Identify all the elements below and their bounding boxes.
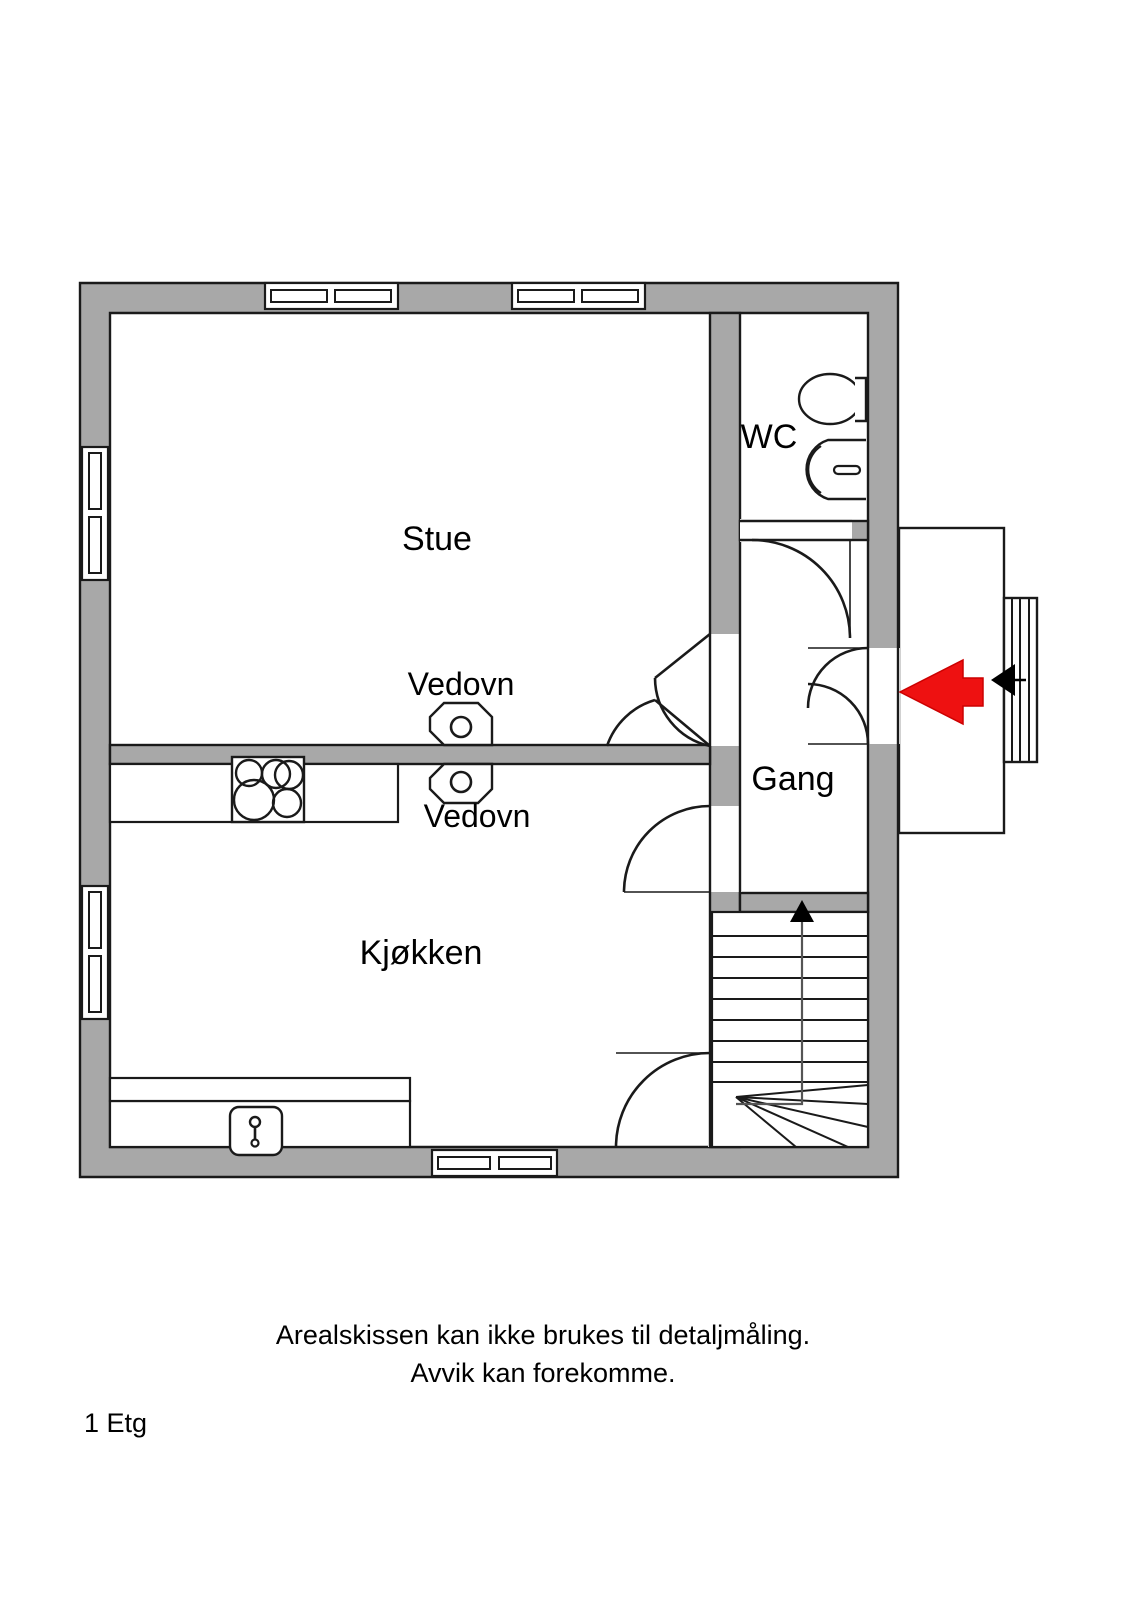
disclaimer-line-2: Avvik kan forekomme. <box>410 1358 675 1388</box>
toilet-bowl <box>797 372 863 426</box>
wood-stove-kitchen <box>428 762 494 805</box>
washbasin-faucet <box>832 464 862 476</box>
window-bottom <box>430 1148 559 1178</box>
door-basement-arc <box>614 1051 711 1148</box>
stair-outline <box>710 910 870 1149</box>
room-label-gang: Gang <box>751 760 834 798</box>
stair-treads-straight <box>712 935 868 1083</box>
window-left-lower <box>80 884 110 1021</box>
door-entrance-arc <box>806 646 870 745</box>
wood-stove-flue <box>449 715 473 739</box>
door-swings <box>605 538 870 1148</box>
opening-entrance <box>866 648 900 744</box>
wc-toilet <box>797 372 868 426</box>
fixture-label-vedovn-kjokken: Vedovn <box>424 798 531 834</box>
door-stue-double-upper <box>653 632 711 748</box>
wood-stove-flue <box>449 770 473 794</box>
washbasin-rim <box>807 445 822 494</box>
entrance-direction-arrow <box>898 658 984 726</box>
fixture-label-vedovn-stue: Vedovn <box>408 666 515 702</box>
door-stue-double-lower <box>605 698 711 747</box>
cooktop-burners <box>232 758 305 822</box>
room-label-wc: WC <box>741 418 798 456</box>
door-wc-arc <box>751 538 852 639</box>
door-kitchen-arc <box>622 804 711 893</box>
window-top-right <box>510 281 647 311</box>
stair-up-direction-arrow <box>790 900 814 922</box>
room-label-stue: Stue <box>402 520 472 558</box>
counter-back <box>108 1076 412 1103</box>
disclaimer-line-1: Arealskissen kan ikke brukes til detaljm… <box>276 1320 810 1350</box>
stair-stringer <box>736 912 804 1106</box>
opening-kitchen-gang <box>708 806 742 892</box>
toilet-cistern <box>855 376 868 423</box>
opening-wc <box>740 519 852 542</box>
kitchen-sink-faucet <box>248 1115 262 1148</box>
exterior-step-direction-arrow <box>991 664 1026 696</box>
floor-label: 1 Etg <box>84 1408 147 1438</box>
stair-treads-winder <box>735 1084 869 1148</box>
partition-stue-kitchen <box>108 743 712 766</box>
staircase-up <box>710 900 870 1149</box>
room-label-kjokken: Kjøkken <box>360 934 483 972</box>
window-left-upper <box>80 445 110 582</box>
opening-stue-gang <box>708 634 742 746</box>
wood-stove-stue <box>428 701 494 747</box>
wc-washbasin <box>805 438 866 501</box>
cooktop-outline <box>230 755 306 824</box>
kitchen-counter-top <box>108 755 400 824</box>
entrance-arrow-shape <box>898 658 984 726</box>
window-top-left <box>263 281 400 311</box>
kitchen-counter-bottom <box>108 1076 412 1157</box>
